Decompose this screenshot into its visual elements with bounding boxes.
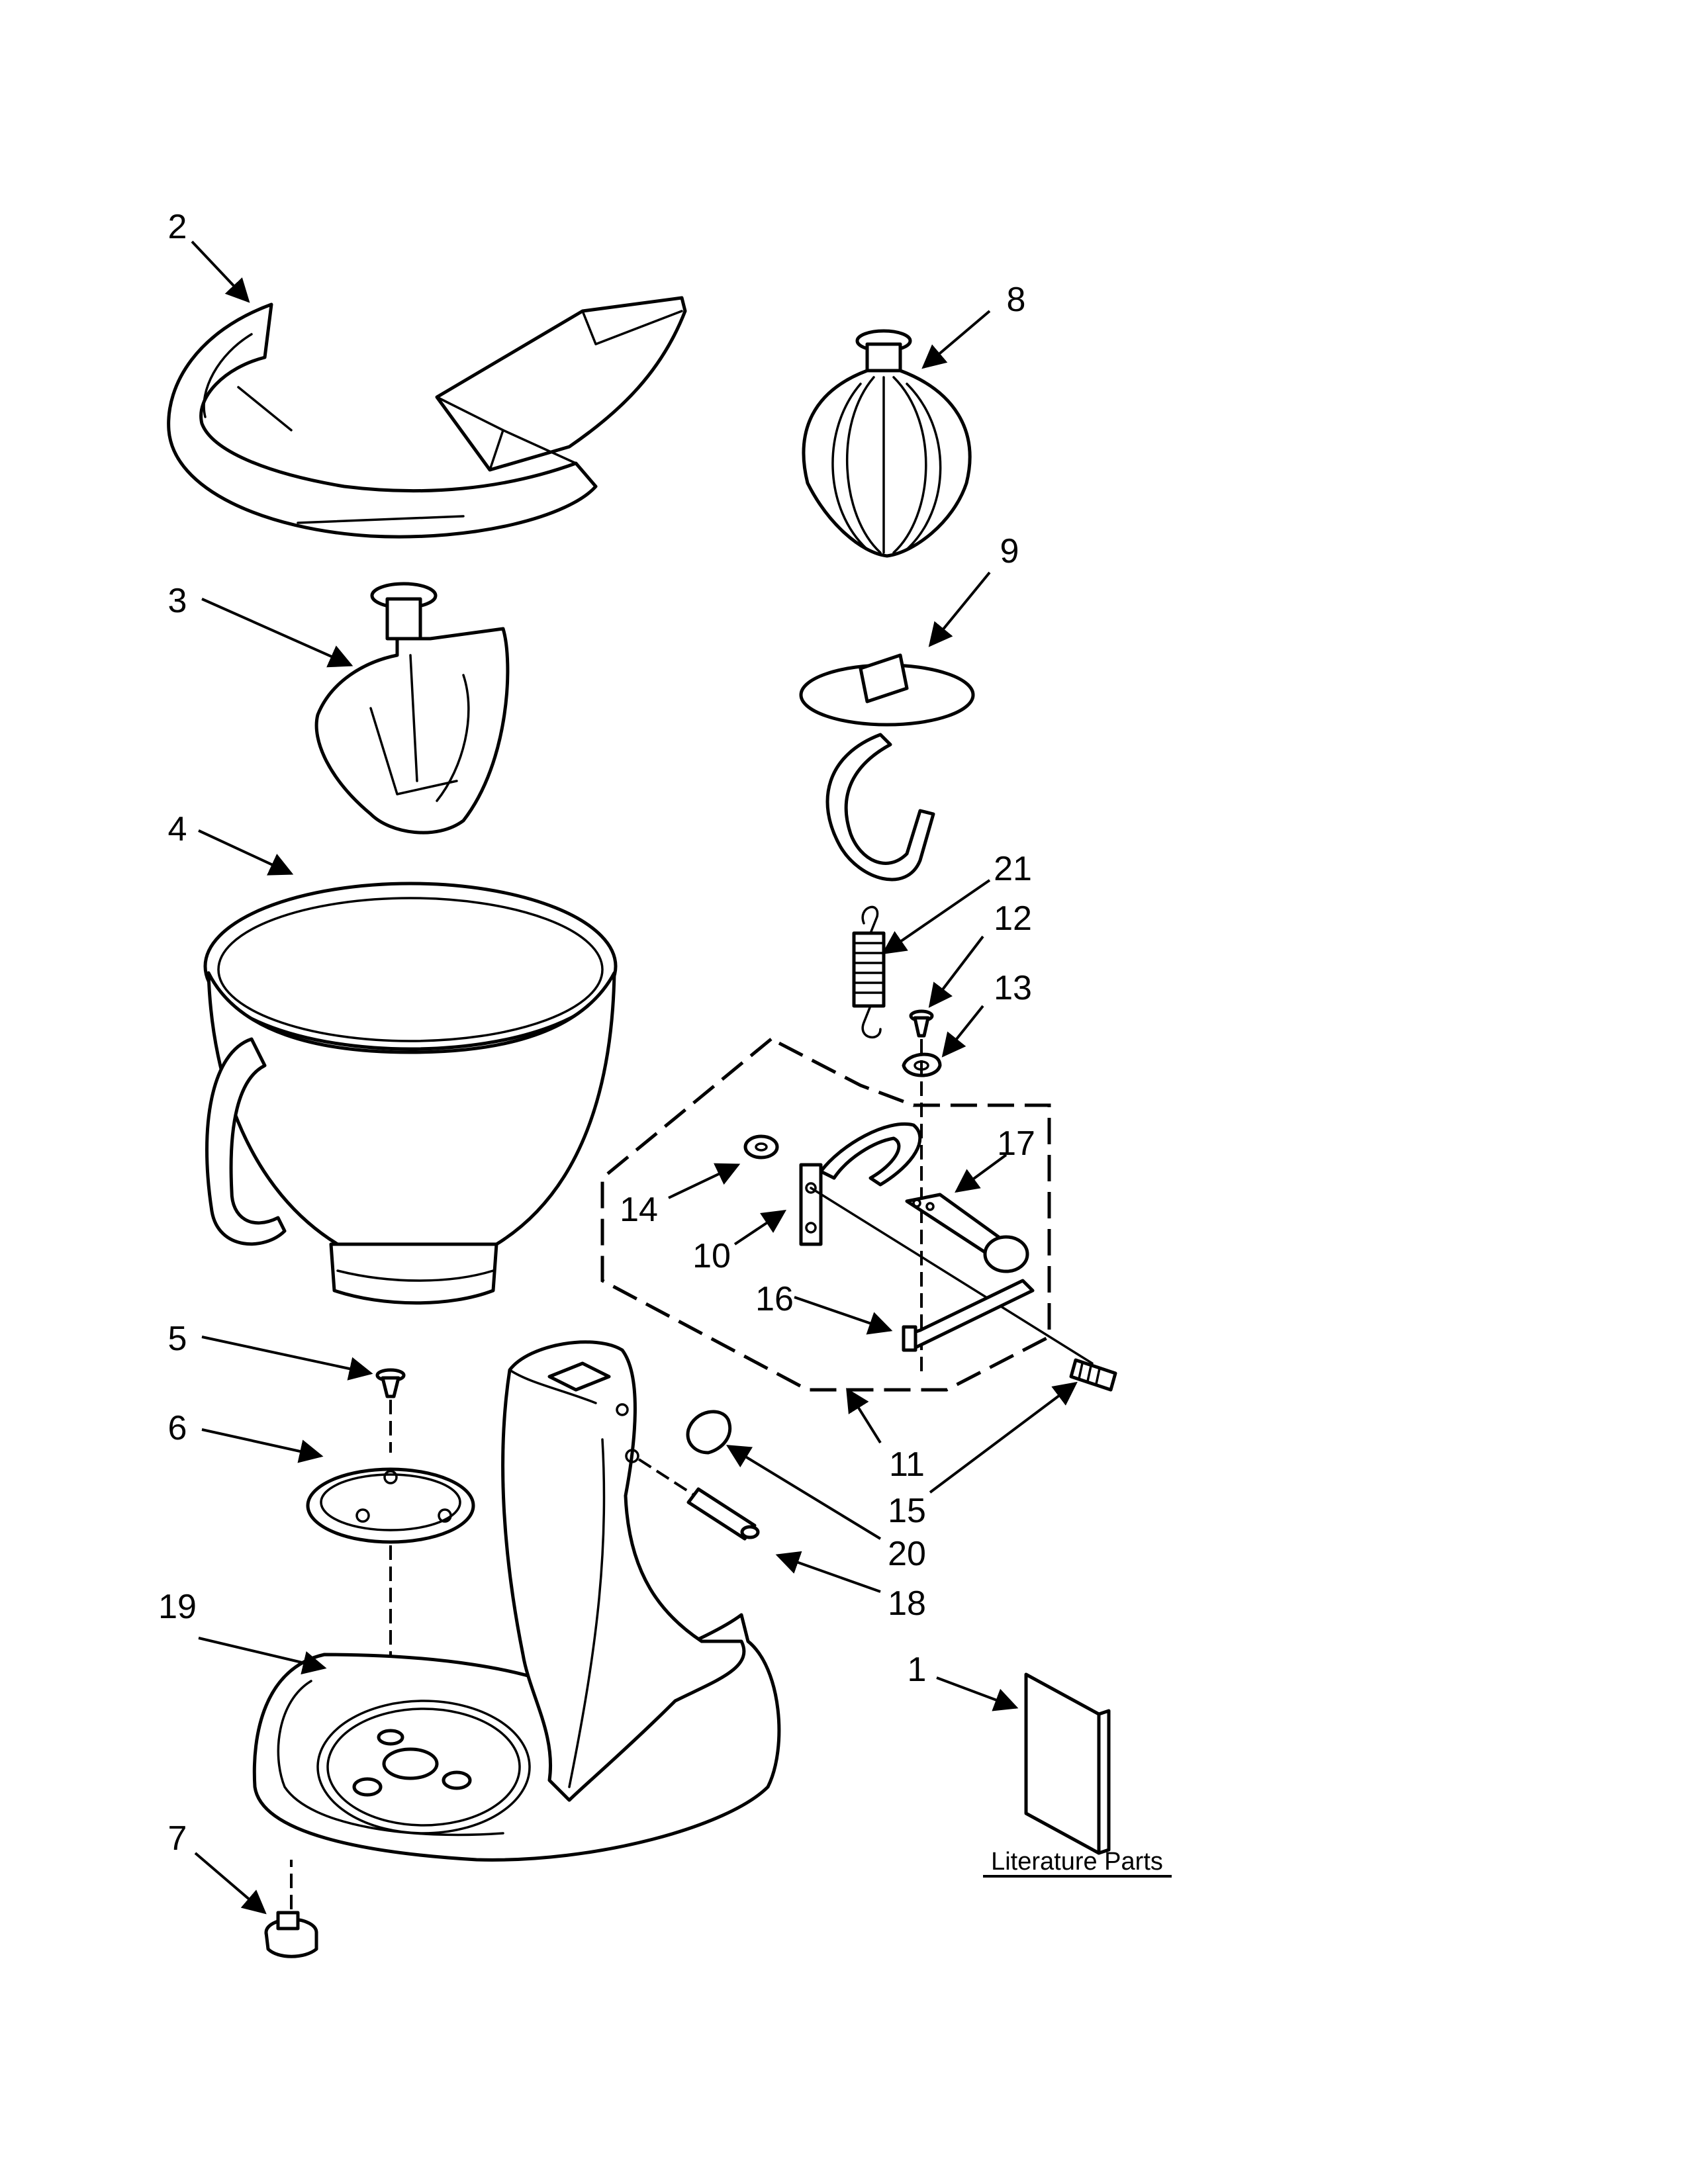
callout-3: 3: [168, 582, 187, 620]
callout-16: 16: [755, 1280, 794, 1318]
callout-13: 13: [994, 969, 1032, 1007]
stand-base-part: [252, 1340, 781, 1862]
washer-part-14: [743, 1134, 779, 1160]
screw-part-5: [375, 1368, 406, 1398]
callout-14: 14: [620, 1191, 658, 1229]
callout-10: 10: [692, 1237, 731, 1275]
callout-20: 20: [888, 1535, 926, 1573]
rubber-foot-part: [264, 1911, 318, 1958]
callout-9: 9: [1000, 532, 1019, 570]
spring-part: [852, 905, 886, 1039]
clip-part: [686, 1410, 732, 1455]
callout-21: 21: [994, 850, 1032, 888]
pouring-shield-part: [167, 296, 687, 539]
lever-part: [905, 1193, 1029, 1273]
callout-6: 6: [168, 1409, 187, 1447]
callout-5: 5: [168, 1320, 187, 1358]
callout-1: 1: [908, 1651, 927, 1689]
callout-17: 17: [997, 1124, 1035, 1163]
dough-hook-part: [799, 653, 975, 882]
callout-15: 15: [888, 1492, 926, 1530]
leader-lines: [191, 240, 1078, 1915]
threaded-pin-part: [1069, 1358, 1117, 1392]
hinge-bracket-part: [799, 1122, 922, 1246]
mixing-bowl-part: [203, 882, 618, 1305]
rod-part-16: [902, 1279, 1035, 1352]
callout-labels: 2 3 4 5 6 19 7 8 9 21 12 13 17 14 10 16 …: [158, 208, 1163, 1876]
literature-parts-label: Literature Parts: [991, 1848, 1163, 1876]
assembly-outline: [600, 1037, 1051, 1392]
callout-18: 18: [888, 1584, 926, 1623]
screw-part-12: [909, 1009, 934, 1038]
callout-11: 11: [889, 1445, 925, 1484]
callout-8: 8: [1007, 281, 1026, 319]
callout-19: 19: [158, 1588, 197, 1626]
callout-7: 7: [168, 1819, 187, 1858]
hinge-pin-part: [686, 1487, 760, 1541]
literature-booklet-part: [1024, 1672, 1111, 1855]
callout-2: 2: [168, 208, 187, 246]
callout-4: 4: [168, 810, 187, 848]
trim-plate-part: [306, 1467, 475, 1544]
flat-beater-part: [314, 582, 510, 835]
callout-12: 12: [994, 899, 1032, 938]
wire-whip-part: [802, 329, 972, 558]
